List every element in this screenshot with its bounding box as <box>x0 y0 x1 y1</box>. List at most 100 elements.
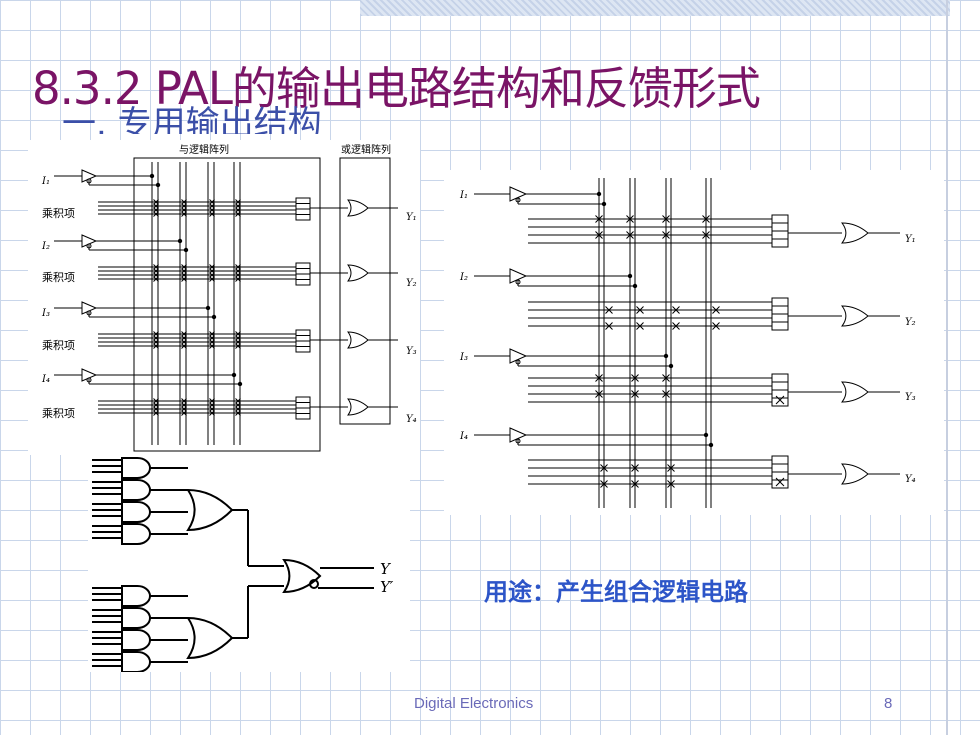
fuse-connection-x <box>235 410 241 416</box>
fuse-connection-x <box>662 215 670 223</box>
left-output-label: Y₃ <box>406 346 417 357</box>
fuse-connection-x <box>662 390 670 398</box>
or-array-header: 或逻辑阵列 <box>341 143 391 156</box>
left-output-label: Y₁ <box>406 212 417 223</box>
pal-dedicated-output-diagram: 与逻辑阵列 或逻辑阵列 I₁ 乘积项 Y₁ I₂ 乘积项 Y₂ I₃ 乘积项 Y… <box>28 140 420 455</box>
fuse-connection-x <box>712 306 720 314</box>
fuse-connection-x <box>181 276 187 282</box>
product-term-label: 乘积项 <box>42 207 75 220</box>
fuse-connection-x <box>209 410 215 416</box>
fuse-connection-x <box>626 231 634 239</box>
fuse-connection-x <box>702 215 710 223</box>
right-output-label: Y₂ <box>905 317 916 328</box>
or-gate <box>347 264 369 282</box>
fuse-connection-x <box>209 211 215 217</box>
junction-dot <box>601 201 607 207</box>
fuse-connection-x <box>712 322 720 330</box>
and-gate <box>121 651 151 672</box>
and-gate <box>121 501 151 523</box>
junction-dot <box>205 305 211 311</box>
or-gate <box>840 381 869 403</box>
fuse-connection-x <box>209 276 215 282</box>
junction-dot <box>177 238 183 244</box>
and-gate <box>121 629 151 651</box>
fuse-connection-x <box>667 480 675 488</box>
junction-dot <box>149 173 155 179</box>
fuse-connection-x <box>702 231 710 239</box>
fuse-connection-x <box>605 322 613 330</box>
or-gate <box>840 305 869 327</box>
page-number: 8 <box>884 695 893 712</box>
or-gate <box>347 199 369 217</box>
fuse-connection-x <box>662 231 670 239</box>
and-gate <box>121 457 151 479</box>
fuse-connection-x <box>631 374 639 382</box>
pal-left-svg: 与逻辑阵列 或逻辑阵列 I₁ 乘积项 Y₁ I₂ 乘积项 Y₂ I₃ 乘积项 Y… <box>41 143 417 452</box>
junction-dot <box>627 273 633 279</box>
or-gate <box>840 463 869 485</box>
and-gate <box>121 585 151 607</box>
or-gate <box>347 398 369 416</box>
fuse-connection-x <box>672 322 680 330</box>
junction-dot <box>632 283 638 289</box>
right-rule <box>946 0 948 735</box>
fuse-connection-x <box>631 480 639 488</box>
right-output-label: Y₄ <box>905 474 916 485</box>
and-or-svg: Y Y′ <box>92 457 394 672</box>
fuse-connection-x <box>626 215 634 223</box>
left-input-label: I₃ <box>41 308 50 319</box>
and-gate <box>121 523 151 545</box>
fuse-connection-x <box>595 215 603 223</box>
or-gate <box>186 488 234 532</box>
blown-fuse-x <box>775 395 785 405</box>
or-gate <box>840 222 869 244</box>
junction-dot <box>663 353 669 359</box>
or-gate <box>347 331 369 349</box>
fuse-connection-x <box>153 410 159 416</box>
footer-course-name: Digital Electronics <box>414 695 534 712</box>
right-output-label: Y₃ <box>905 392 916 403</box>
pal-right-svg: I₁ I₂ I₃ I₄ Y₁ Y₂ Y₃ Y₄ <box>459 178 916 508</box>
junction-dot <box>596 191 602 197</box>
fuse-connection-x <box>636 322 644 330</box>
left-block-4: I₄ 乘积项 Y₄ <box>41 374 417 425</box>
and-or-output-diagram: Y Y′ <box>88 452 410 672</box>
output-y-label: Y <box>380 560 392 578</box>
fuse-connection-x <box>636 306 644 314</box>
output-y-inv-label: Y′ <box>380 578 394 596</box>
slide-title: 8.3.2 PAL的输出电路结构和反馈形式 <box>32 62 761 115</box>
inverted-output-bubble <box>309 579 319 589</box>
left-input-label: I₁ <box>41 176 50 187</box>
fuse-connection-x <box>600 480 608 488</box>
left-block-3: I₃ 乘积项 Y₃ <box>41 308 417 357</box>
left-block-1: I₁ 乘积项 Y₁ <box>41 176 417 223</box>
pal-programmed-diagram: I₁ I₂ I₃ I₄ Y₁ Y₂ Y₃ Y₄ <box>444 170 944 515</box>
fuse-connection-x <box>631 390 639 398</box>
product-term-label: 乘积项 <box>42 339 75 352</box>
fuse-connection-x <box>595 374 603 382</box>
fuse-connection-x <box>605 306 613 314</box>
fuse-connection-x <box>181 211 187 217</box>
fuse-connection-x <box>595 231 603 239</box>
fuse-connection-x <box>153 211 159 217</box>
junction-dot <box>708 442 714 448</box>
left-output-label: Y₂ <box>406 278 417 289</box>
fuse-connection-x <box>631 464 639 472</box>
fuse-connection-x <box>235 211 241 217</box>
and-gate <box>121 607 151 629</box>
and-array-header: 与逻辑阵列 <box>179 143 229 156</box>
junction-dot <box>231 372 237 378</box>
left-input-label: I₄ <box>41 374 50 385</box>
left-output-label: Y₄ <box>406 414 417 425</box>
left-block-2: I₂ 乘积项 Y₂ <box>41 241 417 289</box>
fuse-connection-x <box>181 410 187 416</box>
junction-dot <box>668 363 674 369</box>
junction-dot <box>703 432 709 438</box>
fuse-connection-x <box>153 276 159 282</box>
left-input-label: I₂ <box>41 241 50 252</box>
fuse-connection-x <box>662 374 670 382</box>
fuse-connection-x <box>235 343 241 349</box>
fuse-connection-x <box>595 390 603 398</box>
right-input-label: I₂ <box>459 272 468 283</box>
right-input-label: I₃ <box>459 352 468 363</box>
